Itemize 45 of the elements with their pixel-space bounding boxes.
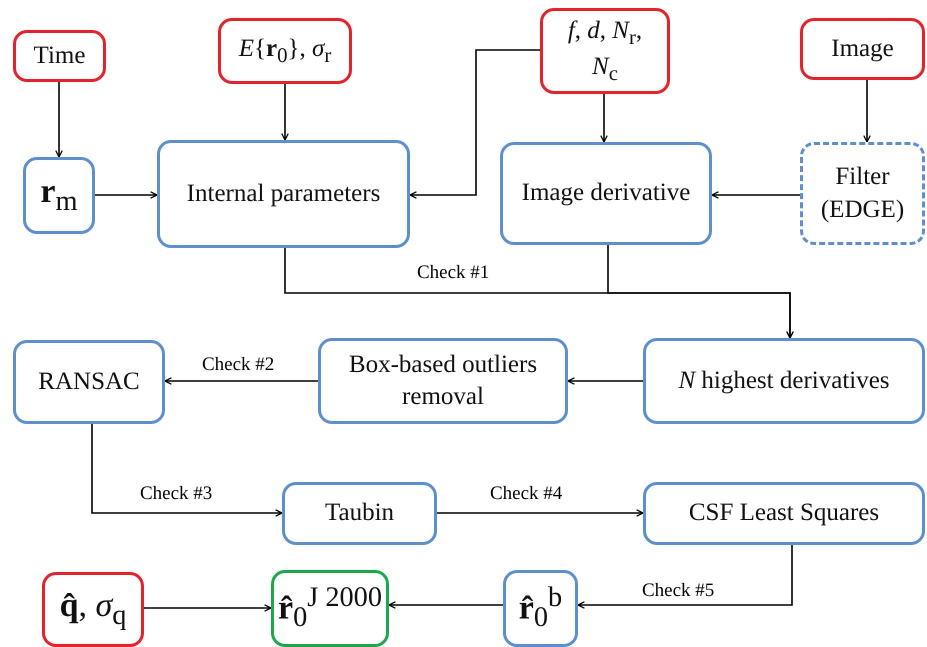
output-box (271, 570, 389, 647)
input-box (218, 18, 352, 84)
arrow (388, 601, 503, 609)
node-text: Taubin (324, 498, 394, 528)
arrow (437, 509, 644, 517)
arrow (55, 82, 63, 158)
arrow (164, 377, 318, 385)
arrow (91, 424, 283, 517)
node-text: Box-based outliers removal (348, 350, 538, 412)
node-text: q̂, σ$_{q}$ (60, 586, 126, 633)
node-text: RANSAC (38, 366, 140, 397)
node-text: Internal parameters (186, 178, 380, 209)
arrow (409, 49, 540, 199)
process-box (157, 140, 410, 248)
arrow (607, 245, 794, 339)
node-text: Image derivative (522, 178, 690, 208)
process-box (500, 142, 712, 245)
input-box (42, 572, 144, 647)
process-box (643, 482, 925, 545)
node-text: Image (831, 34, 894, 64)
arrow (600, 94, 608, 143)
arrow (863, 80, 871, 143)
input-box (800, 18, 925, 80)
input-box (13, 30, 106, 82)
node-text: N highest derivatives (678, 366, 890, 396)
node-text: CSF Least Squares (688, 498, 880, 528)
process-box (643, 338, 925, 424)
process-box (503, 570, 578, 647)
process-box (13, 340, 165, 424)
node-text: E{r$_{0}$}, σ$_{r}$ (238, 34, 332, 69)
process-box (800, 142, 925, 245)
node-text: r$_{m}$ (40, 172, 78, 219)
arrow (567, 377, 643, 385)
node-text: f, d, N$_{r}$, N$_{c}$ (566, 16, 644, 87)
node-text: Time (34, 40, 86, 71)
process-box (23, 157, 95, 234)
arrow (144, 604, 272, 612)
arrow (95, 191, 158, 199)
process-box (318, 338, 568, 424)
arrow (281, 84, 289, 141)
input-box (540, 8, 670, 94)
arrow (577, 545, 793, 609)
node-text: Filter (EDGE) (820, 162, 906, 224)
arrow (711, 191, 800, 199)
process-box (282, 482, 437, 545)
